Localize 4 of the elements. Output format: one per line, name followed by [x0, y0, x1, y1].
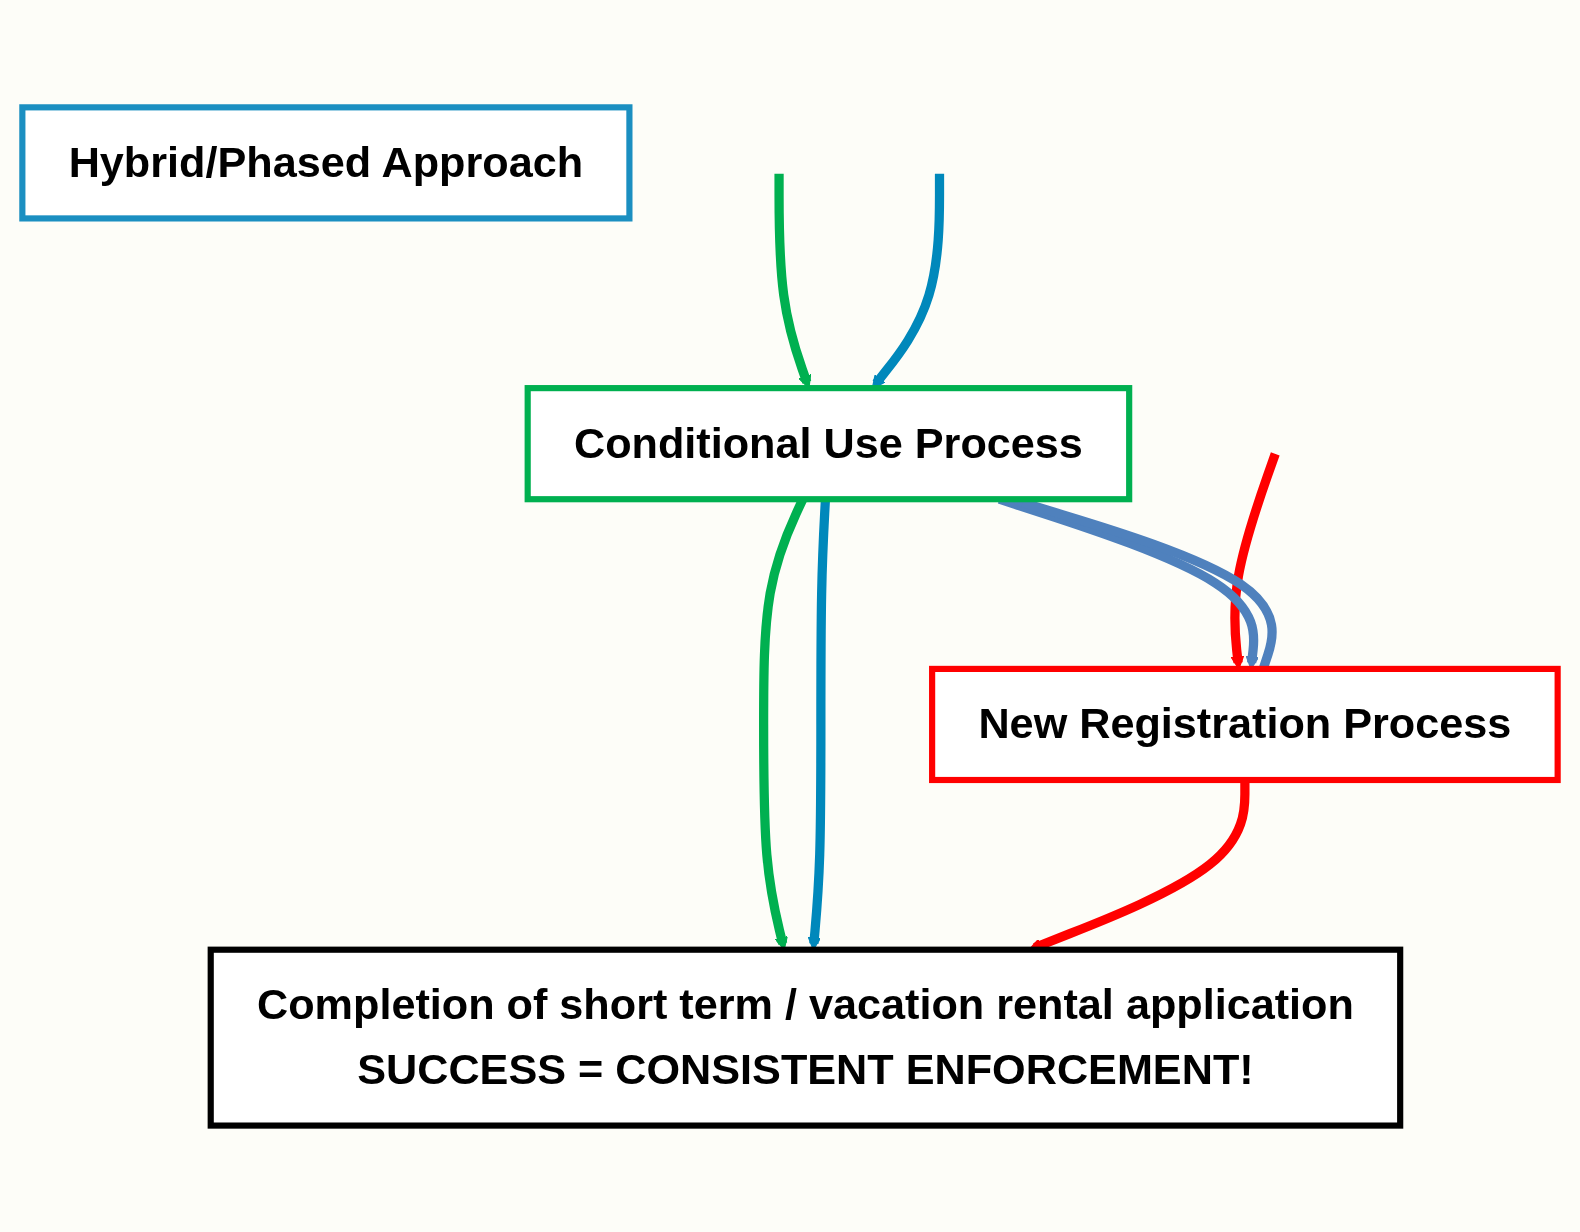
- node-box: Completion of short term / vacation rental application SUCCESS = CONSISTENT ENFORCEMENT!: [207, 946, 1404, 1129]
- node-box: Hybrid/Phased Approach: [19, 103, 633, 222]
- node-box: New Registration Process: [929, 665, 1561, 783]
- node-box: Conditional Use Process: [524, 384, 1133, 502]
